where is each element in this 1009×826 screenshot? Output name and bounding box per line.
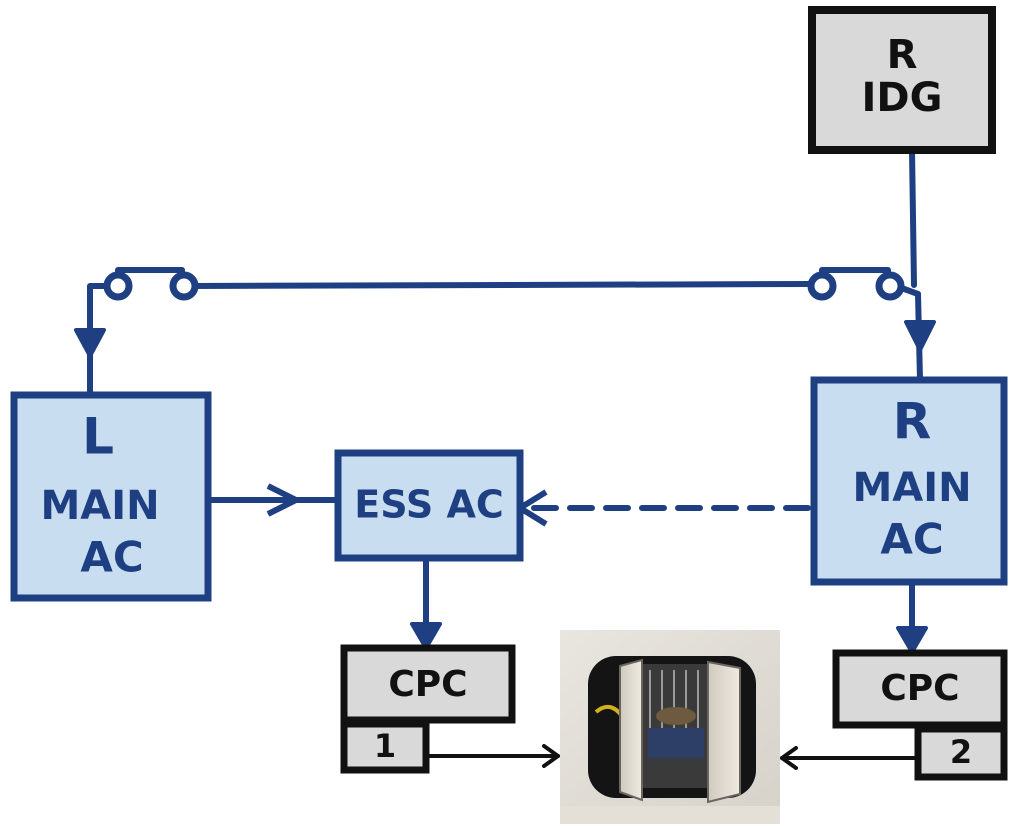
- ess-ac-label: ESS AC: [354, 483, 504, 527]
- l-main-ac-line3: AC: [80, 533, 143, 582]
- breaker-right-contact-a: [807, 271, 837, 301]
- r-main-ac-line1: R: [893, 393, 932, 451]
- arrow-cpc1-to-panel: [542, 744, 560, 768]
- r-main-ac-line3: AC: [880, 515, 943, 564]
- breaker-left-contact-a: [103, 271, 133, 301]
- l-main-ac-line2: MAIN: [40, 483, 159, 529]
- r-idg-line1: R: [887, 32, 918, 78]
- r-main-ac-line2: MAIN: [852, 465, 971, 511]
- circuit-breaker-icon: [103, 271, 199, 301]
- arrow-cpc2-to-panel: [780, 746, 798, 770]
- r-idg-line2: IDG: [862, 75, 943, 121]
- wire-idg-to-bus: [909, 147, 917, 288]
- arrow-right-into-ess: [266, 483, 299, 517]
- l-main-ac-box: L MAIN AC: [10, 391, 212, 602]
- breaker-left-contact-b: [169, 271, 199, 301]
- l-main-ac-line1: L: [82, 408, 114, 466]
- arrow-down-left-main: [74, 328, 106, 358]
- r-idg-box: R IDG: [808, 6, 996, 154]
- cpc-2-label: CPC: [880, 668, 959, 709]
- arrow-down-right-main: [904, 320, 936, 352]
- cpc-1-index: 1: [374, 727, 396, 765]
- cpc-1-label: CPC: [388, 664, 467, 705]
- r-main-ac-box: R MAIN AC: [810, 376, 1008, 586]
- open-electrical-panel-photo: [560, 630, 780, 824]
- cpc-1-box: CPC 1: [340, 644, 516, 774]
- arrow-down-into-cpc2: [896, 626, 928, 654]
- arrowheads: [74, 320, 936, 654]
- breaker-right-contact-b: [875, 271, 905, 301]
- cpc-2-index: 2: [950, 733, 972, 771]
- arrow-down-into-cpc1: [410, 622, 442, 650]
- thin-wires: [426, 744, 918, 770]
- wires: [87, 147, 923, 651]
- ess-ac-box: ESS AC: [334, 449, 524, 562]
- cpc-2-box: CPC 2: [832, 649, 1008, 781]
- circuit-breaker-icon: [807, 271, 905, 301]
- wire-main-bus: [187, 281, 813, 289]
